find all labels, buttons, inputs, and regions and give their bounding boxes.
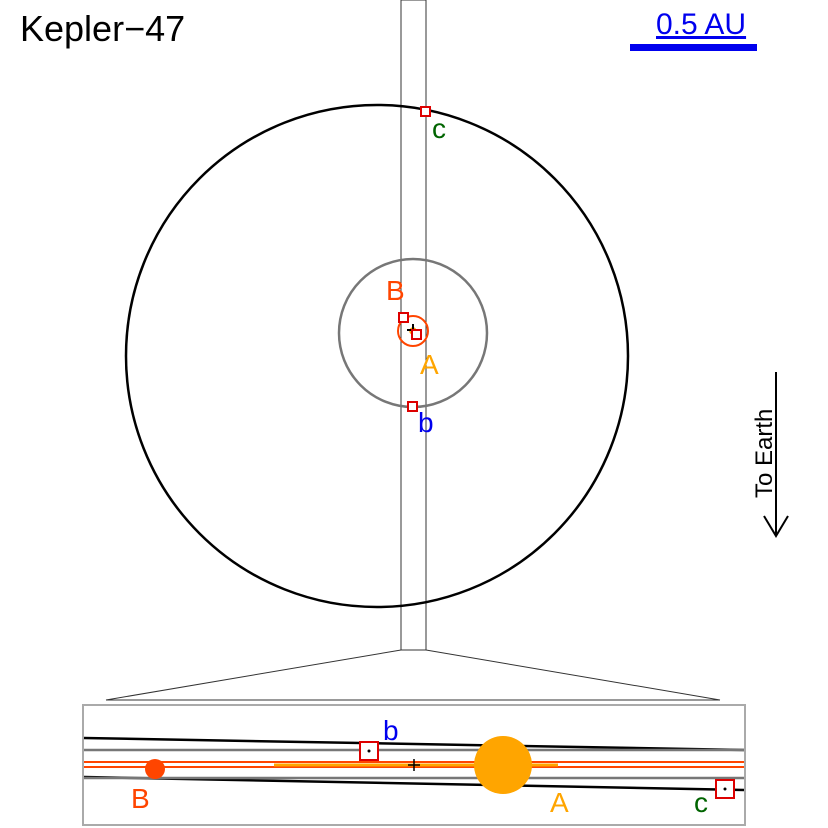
side-orbit-c-top	[83, 736, 745, 752]
label-star-b: B	[386, 275, 405, 306]
direction-label: To Earth	[751, 409, 778, 498]
marker-star-a	[411, 329, 422, 340]
side-label-planet-b: b	[383, 715, 399, 746]
scale-bar-label: 0.5 AU	[656, 8, 747, 41]
scale-bar	[630, 44, 757, 51]
marker-planet-b	[407, 401, 418, 412]
side-star-a	[474, 736, 532, 794]
side-planet-c-dot	[723, 787, 727, 791]
label-star-a: A	[420, 349, 439, 380]
marker-star-b	[398, 312, 409, 323]
side-label-star-a: A	[550, 787, 569, 818]
label-planet-b: b	[418, 407, 434, 438]
marker-planet-c	[420, 106, 431, 117]
orbit-c	[124, 103, 630, 609]
side-star-b	[145, 759, 165, 779]
side-view-content	[83, 736, 745, 799]
side-planet-b-dot	[367, 749, 371, 753]
direction-arrow-head	[763, 515, 789, 538]
side-label-planet-c: c	[694, 787, 708, 818]
zoom-connector	[105, 649, 721, 701]
diagram-title: Kepler−47	[20, 8, 186, 49]
orbit-star-b	[397, 315, 429, 347]
side-label-star-b: B	[131, 783, 150, 814]
label-planet-c: c	[432, 113, 446, 144]
